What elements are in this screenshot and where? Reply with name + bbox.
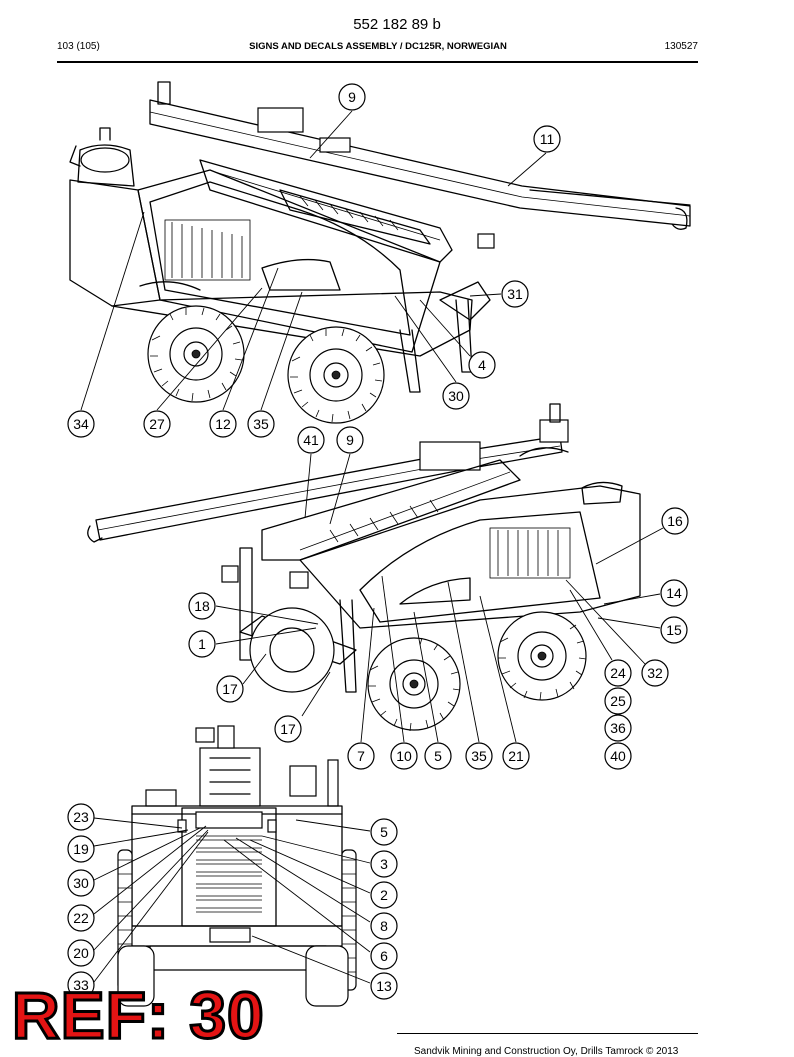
callout-6: 6 bbox=[370, 942, 398, 970]
callout-19: 19 bbox=[67, 835, 95, 863]
svg-text:10: 10 bbox=[396, 748, 412, 764]
callout-16: 16 bbox=[661, 507, 689, 535]
callout-9: 9 bbox=[338, 83, 366, 111]
callout-13: 13 bbox=[370, 972, 398, 1000]
callout-31: 31 bbox=[501, 280, 529, 308]
callout-4: 4 bbox=[468, 351, 496, 379]
svg-text:30: 30 bbox=[73, 875, 89, 891]
footer-rule bbox=[397, 1033, 698, 1034]
svg-text:25: 25 bbox=[610, 693, 626, 709]
svg-text:7: 7 bbox=[357, 748, 365, 764]
machine-view-2 bbox=[87, 403, 641, 732]
svg-text:13: 13 bbox=[376, 978, 392, 994]
svg-text:9: 9 bbox=[346, 432, 354, 448]
callout-41: 41 bbox=[297, 426, 325, 454]
callout-14: 14 bbox=[660, 579, 688, 607]
svg-text:31: 31 bbox=[507, 286, 523, 302]
svg-text:35: 35 bbox=[253, 416, 269, 432]
svg-text:9: 9 bbox=[348, 89, 356, 105]
svg-text:17: 17 bbox=[280, 721, 296, 737]
machine-view-3 bbox=[117, 725, 357, 1007]
page-number: 103 (105) bbox=[57, 41, 100, 52]
svg-text:41: 41 bbox=[303, 432, 319, 448]
callout-15: 15 bbox=[660, 616, 688, 644]
svg-text:3: 3 bbox=[380, 856, 388, 872]
svg-text:36: 36 bbox=[610, 720, 626, 736]
callout-leaders bbox=[80, 110, 664, 984]
callouts-view-3: 23 5 19 3 30 2 22 8 20 6 33 13 bbox=[67, 803, 398, 1000]
callout-35: 35 bbox=[247, 410, 275, 438]
callout-1: 1 bbox=[188, 630, 216, 658]
svg-text:6: 6 bbox=[380, 948, 388, 964]
callouts-view-2: 41 9 16 14 15 18 1 17 17 7 10 5 35 21 24… bbox=[188, 426, 689, 770]
callout-30: 30 bbox=[442, 382, 470, 410]
document-date: 130527 bbox=[664, 41, 698, 52]
svg-text:24: 24 bbox=[610, 665, 626, 681]
svg-text:32: 32 bbox=[647, 665, 663, 681]
callout-23: 23 bbox=[67, 803, 95, 831]
callout-35: 35 bbox=[465, 742, 493, 770]
callout-33: 33 bbox=[67, 971, 95, 999]
callout-11: 11 bbox=[533, 125, 561, 153]
callout-36: 36 bbox=[604, 714, 632, 742]
svg-text:5: 5 bbox=[380, 824, 388, 840]
svg-text:16: 16 bbox=[667, 513, 683, 529]
svg-text:4: 4 bbox=[478, 357, 486, 373]
svg-text:40: 40 bbox=[610, 748, 626, 764]
callout-17: 17 bbox=[216, 675, 244, 703]
callout-3: 3 bbox=[370, 850, 398, 878]
svg-text:27: 27 bbox=[149, 416, 165, 432]
svg-text:20: 20 bbox=[73, 945, 89, 961]
callout-7: 7 bbox=[347, 742, 375, 770]
callout-17: 17 bbox=[274, 715, 302, 743]
ref-stamp: REF: 30 bbox=[11, 978, 266, 1052]
callout-30: 30 bbox=[67, 869, 95, 897]
callout-22: 22 bbox=[67, 904, 95, 932]
svg-text:35: 35 bbox=[471, 748, 487, 764]
callouts-view-1: 9 11 31 4 30 34 27 12 35 bbox=[67, 83, 561, 438]
callout-25: 25 bbox=[604, 687, 632, 715]
callout-9: 9 bbox=[336, 426, 364, 454]
callout-5: 5 bbox=[370, 818, 398, 846]
callout-34: 34 bbox=[67, 410, 95, 438]
callout-5: 5 bbox=[424, 742, 452, 770]
document-number: 552 182 89 b bbox=[353, 16, 441, 33]
callout-12: 12 bbox=[209, 410, 237, 438]
callout-32: 32 bbox=[641, 659, 669, 687]
callout-8: 8 bbox=[370, 912, 398, 940]
copyright-text: Sandvik Mining and Construction Oy, Dril… bbox=[414, 1046, 679, 1057]
svg-text:19: 19 bbox=[73, 841, 89, 857]
header-rule bbox=[57, 61, 698, 63]
machine-view-1 bbox=[69, 81, 691, 424]
svg-text:8: 8 bbox=[380, 918, 388, 934]
svg-text:1: 1 bbox=[198, 636, 206, 652]
svg-text:30: 30 bbox=[448, 388, 464, 404]
svg-text:21: 21 bbox=[508, 748, 524, 764]
callout-20: 20 bbox=[67, 939, 95, 967]
callout-2: 2 bbox=[370, 881, 398, 909]
svg-text:33: 33 bbox=[73, 977, 89, 993]
callout-21: 21 bbox=[502, 742, 530, 770]
callout-10: 10 bbox=[390, 742, 418, 770]
svg-text:18: 18 bbox=[194, 598, 210, 614]
document-title: SIGNS AND DECALS ASSEMBLY / DC125R, NORW… bbox=[249, 41, 507, 52]
svg-text:12: 12 bbox=[215, 416, 231, 432]
callout-27: 27 bbox=[143, 410, 171, 438]
svg-text:15: 15 bbox=[666, 622, 682, 638]
callout-40: 40 bbox=[604, 742, 632, 770]
svg-text:23: 23 bbox=[73, 809, 89, 825]
svg-text:22: 22 bbox=[73, 910, 89, 926]
svg-text:14: 14 bbox=[666, 585, 682, 601]
svg-text:17: 17 bbox=[222, 681, 238, 697]
callout-18: 18 bbox=[188, 592, 216, 620]
callout-24: 24 bbox=[604, 659, 632, 687]
svg-text:34: 34 bbox=[73, 416, 89, 432]
svg-text:11: 11 bbox=[540, 131, 555, 147]
svg-text:2: 2 bbox=[380, 887, 388, 903]
svg-text:5: 5 bbox=[434, 748, 442, 764]
